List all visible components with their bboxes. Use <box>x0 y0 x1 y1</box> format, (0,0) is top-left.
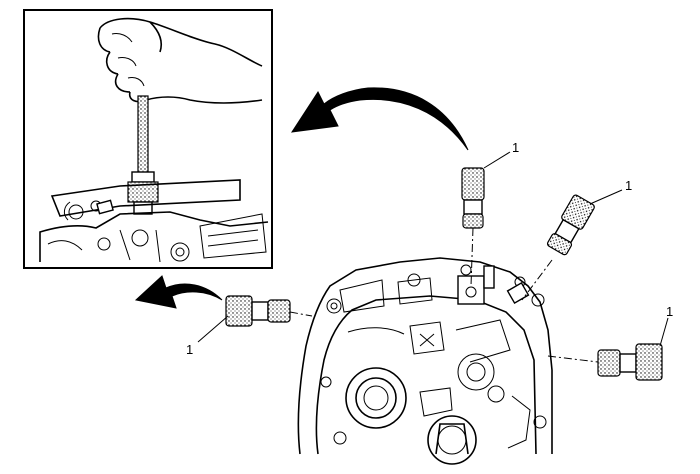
housing-detail <box>39 179 269 263</box>
transmission-case <box>297 257 553 465</box>
component-left <box>225 295 313 327</box>
curved-arrow-icon <box>134 275 223 309</box>
callout-label-top: 1 <box>512 140 519 155</box>
inset-detail <box>23 9 273 269</box>
callout-label-left: 1 <box>186 342 193 357</box>
callout-label-upper-right: 1 <box>625 178 632 193</box>
curved-arrow-icon <box>290 87 469 151</box>
callout-leaders <box>197 151 669 347</box>
component-top <box>461 167 485 287</box>
component-upper-right <box>546 194 595 256</box>
callout-label-right: 1 <box>666 304 673 319</box>
component-right <box>547 343 663 381</box>
hand-illustration <box>97 17 263 104</box>
